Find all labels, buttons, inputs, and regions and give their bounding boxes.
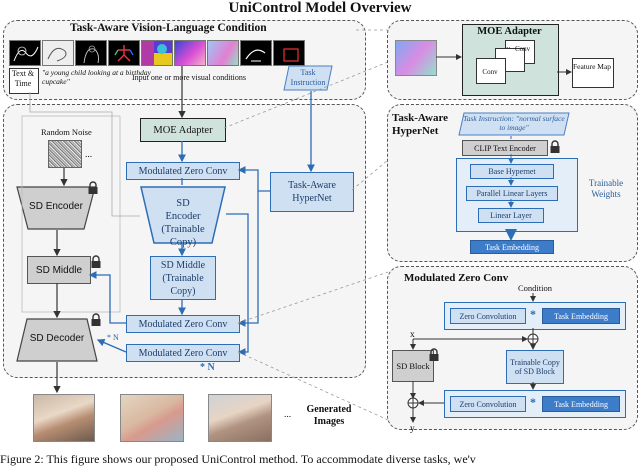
times-n-bottom: * N [200, 362, 215, 373]
task-instruction-label: Task Instruction [290, 68, 326, 87]
generated-ellipsis: ... [284, 410, 292, 420]
moe-conv-3-label: Conv [515, 45, 531, 53]
mzc-task-emb-top-label: Task Embedding [554, 311, 608, 321]
task-aware-hypernet-block: Task-Aware HyperNet [270, 172, 354, 212]
base-hypernet-label: Base Hypernet [488, 167, 536, 176]
diagram-title: UniControl Model Overview [228, 0, 412, 16]
mzc-sd-block: SD Block [392, 350, 434, 382]
sd-decoder-shape [16, 318, 98, 362]
input-note: Input one or more visual conditions [132, 73, 246, 82]
task-embedding-output-label: Task Embedding [485, 242, 539, 252]
mzc-task-emb-bottom: Task Embedding [542, 396, 620, 412]
mzc-condition-label: Condition [518, 283, 553, 293]
clip-lock-icon [550, 140, 560, 153]
sd-decoder-lock-icon [91, 313, 101, 326]
linear-layer-label: Linear Layer [490, 211, 532, 220]
moe-adapter-block: MOE Adapter [140, 118, 226, 142]
moe-adapter-label: MOE Adapter [153, 124, 213, 136]
feature-map-label: Feature Map [572, 62, 612, 71]
mod-zero-conv-bottom-label: Modulated Zero Conv [138, 347, 228, 359]
condition-thumb-sketch [42, 40, 74, 66]
sd-encoder-label: SD Encoder [29, 201, 83, 212]
sd-decoder-label: SD Decoder [29, 333, 85, 344]
condition-thumb-segmentation [141, 40, 173, 66]
mod-zero-conv-mid: Modulated Zero Conv [126, 315, 240, 333]
figure-caption: Figure 2: This figure shows our proposed… [0, 452, 476, 466]
text-time-label: Text & Time [11, 69, 35, 88]
condition-thumb-scribble [240, 40, 272, 66]
mod-zero-conv-bottom: Modulated Zero Conv [126, 344, 240, 362]
mzc-x-label: x [410, 330, 415, 340]
task-instruction-shape [283, 65, 333, 91]
sd-middle-lock-icon [91, 255, 101, 268]
task-aware-hypernet-label: Task-Aware HyperNet [288, 180, 336, 204]
parallel-linear-label: Parallel Linear Layers [476, 189, 548, 198]
moe-panel-heading: MOE Adapter [477, 26, 542, 37]
moe-conv-1-label: Conv [482, 68, 498, 76]
hypernet-instruction-label: Task Instruction: "normal surface to ima… [463, 114, 565, 132]
mzc-star-bottom: * [530, 395, 536, 409]
generated-image-1 [33, 394, 95, 442]
condition-thumb-depth [174, 40, 206, 66]
text-time-box [9, 68, 39, 94]
linear-layer-block: Linear Layer [478, 208, 544, 223]
hypernet-panel-heading: Task-Aware HyperNet [392, 112, 449, 137]
condition-thumb-normal [207, 40, 239, 66]
random-noise-ellipsis: ... [85, 150, 93, 160]
mzc-panel-heading: Modulated Zero Conv [404, 272, 509, 284]
generated-image-3 [208, 394, 272, 442]
prompt-text: "a young child looking at a birthday cup… [42, 68, 151, 86]
condition-thumb-pose [108, 40, 140, 66]
sd-middle-trainable-label: SD Middle (Trainable Copy) [160, 259, 206, 297]
mzc-star-top: * [530, 307, 536, 321]
random-noise-label: Random Noise [41, 127, 92, 137]
moe-conv-1 [476, 58, 506, 84]
moe-input-image [395, 40, 437, 76]
moe-ellipsis: ... [505, 42, 511, 50]
sd-encoder-shape [16, 186, 96, 230]
mod-zero-conv-mid-label: Modulated Zero Conv [138, 318, 228, 330]
condition-thumb-edges [9, 40, 41, 66]
condition-thumb-outline [75, 40, 107, 66]
mzc-zero-conv-top: Zero Convolution [450, 308, 526, 324]
random-noise-image [48, 140, 82, 168]
mzc-task-emb-bottom-label: Task Embedding [554, 399, 608, 409]
base-hypernet-block: Base Hypernet [470, 164, 554, 179]
mzc-zero-conv-bottom-label: Zero Convolution [459, 399, 517, 409]
mzc-trainable-copy: Trainable Copy of SD Block [506, 350, 564, 384]
mzc-sd-block-lock-icon [429, 348, 439, 361]
mzc-task-emb-top: Task Embedding [542, 308, 620, 324]
hypernet-instruction-shape [458, 112, 570, 136]
generated-image-2 [120, 394, 184, 442]
times-n-left: * N [107, 333, 119, 342]
mzc-sd-block-label: SD Block [396, 361, 430, 371]
mzc-trainable-copy-label: Trainable Copy of SD Block [510, 358, 560, 376]
mzc-zero-conv-top-label: Zero Convolution [459, 311, 517, 321]
trainable-weights-label: Trainable Weights [588, 178, 624, 199]
clip-text-encoder: CLIP Text Encoder [462, 140, 548, 156]
mzc-zero-conv-bottom: Zero Convolution [450, 396, 526, 412]
feature-map-box [572, 58, 614, 88]
sd-middle-trainable-block: SD Middle (Trainable Copy) [150, 256, 216, 300]
vision-language-heading: Task-Aware Vision-Language Condition [70, 22, 267, 34]
mzc-y-label: y [410, 424, 415, 434]
mod-zero-conv-top-label: Modulated Zero Conv [138, 165, 228, 177]
sd-middle-label: SD Middle [35, 264, 83, 276]
generated-label: Generated Images [306, 404, 352, 427]
sd-encoder-trainable-shape [140, 186, 226, 244]
sd-middle-block: SD Middle [27, 256, 91, 284]
parallel-linear-block: Parallel Linear Layers [466, 186, 558, 201]
clip-text-encoder-label: CLIP Text Encoder [474, 143, 536, 153]
sd-encoder-trainable-label: SD Encoder (Trainable Copy) [161, 198, 205, 248]
sd-encoder-lock-icon [88, 181, 98, 194]
